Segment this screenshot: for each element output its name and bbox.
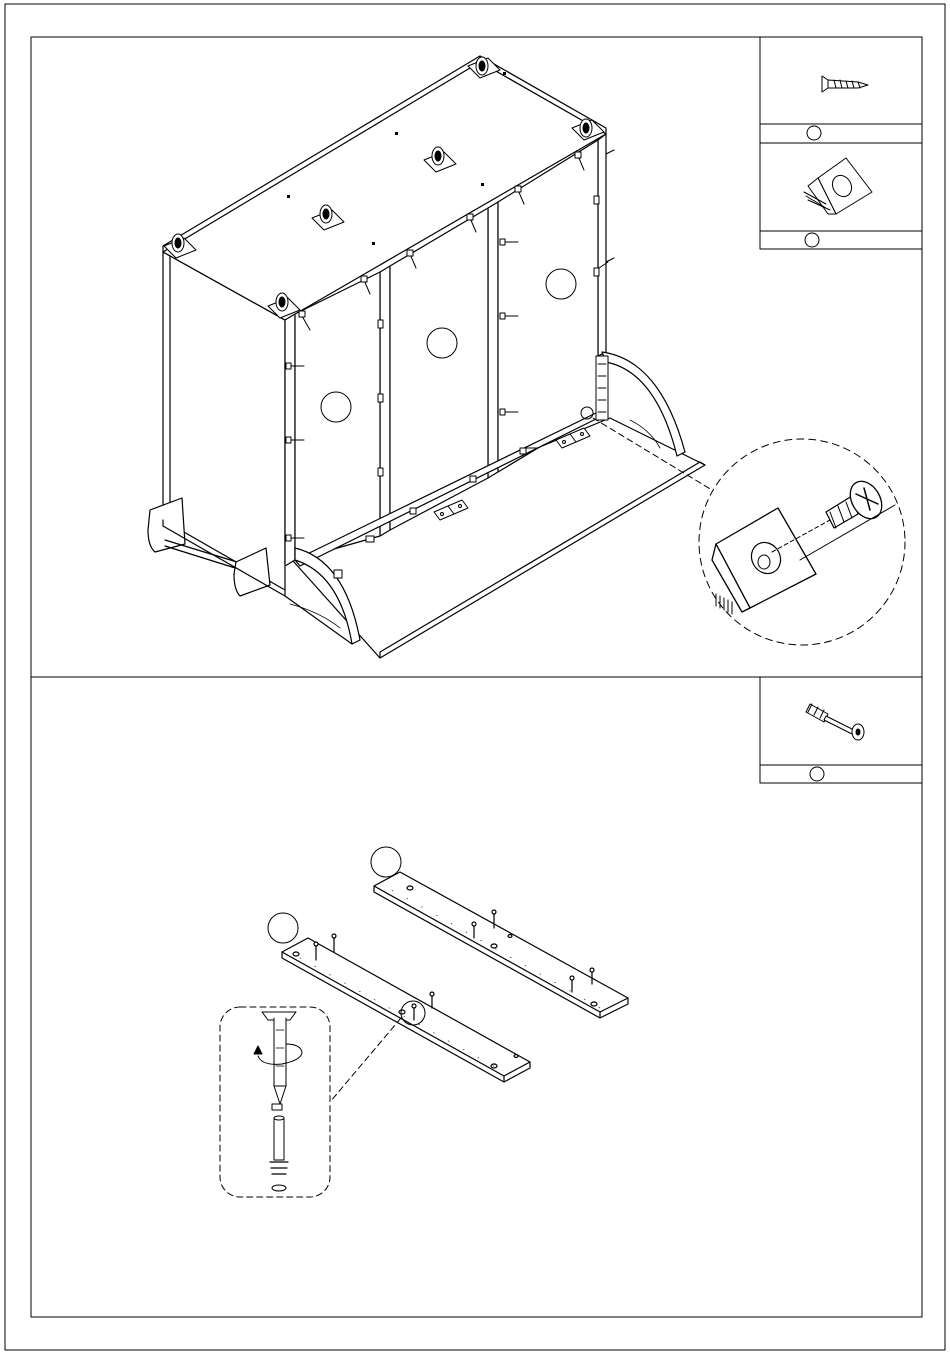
panel-callout: [268, 913, 298, 943]
part-label-circle: [805, 233, 819, 247]
step-2-parts-box: [760, 677, 922, 783]
divider-upright-2: [488, 202, 498, 478]
part-label-circle: [810, 767, 824, 781]
step-1-parts-box: [760, 37, 922, 249]
cam-bolt-icon: [806, 704, 864, 740]
cam-bolt-insertion-detail: [220, 1007, 330, 1197]
cabinet-illustration: [148, 56, 705, 658]
panel-callout: [321, 392, 351, 422]
flat-head-screw-icon: [822, 76, 868, 92]
step-2-frame: [31, 677, 922, 1317]
bracket-screw-detail: [699, 439, 905, 645]
hinge-strip: [596, 356, 608, 420]
part-label-circle: [807, 126, 821, 140]
panel-callout: [427, 328, 457, 358]
corner-bracket-icon: [804, 158, 872, 214]
panel-callout: [546, 269, 576, 299]
right-upright: [598, 134, 606, 356]
panel-callout: [371, 847, 401, 877]
detail-leader: [330, 1018, 401, 1102]
